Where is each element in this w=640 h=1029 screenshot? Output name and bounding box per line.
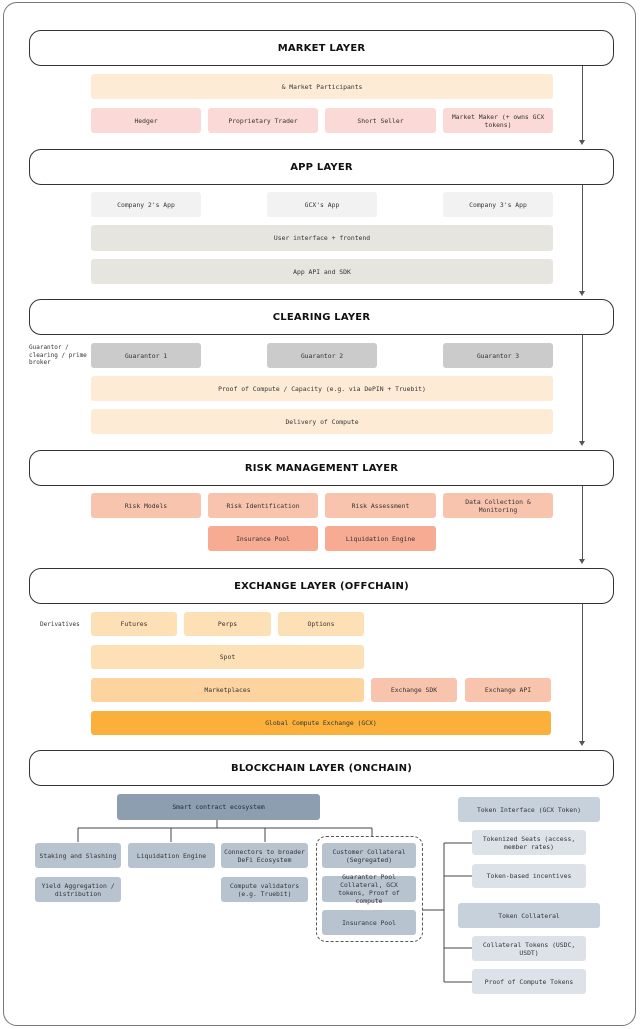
token-interface-box: Token Interface (GCX Token) [458,797,600,822]
company3-app-box: Company 3's App [443,192,553,217]
guarantor3-box: Guarantor 3 [443,343,553,368]
clearing-layer-header: CLEARING LAYER [29,299,614,335]
derivatives-side-label: Derivatives [40,621,80,628]
exchange-sdk-box: Exchange SDK [371,678,457,702]
exchange-to-blockchain-arrow [582,604,583,742]
insurance-pool-box: Insurance Pool [208,526,318,551]
arrowhead-icon [579,291,585,296]
staking-slashing-box: Staking and Slashing [35,843,121,868]
delivery-of-compute-box: Delivery of Compute [91,409,553,434]
guarantor-pool-box: Guarantor Pool Collateral, GCX tokens, P… [322,873,416,905]
app-to-clearing-arrow [582,185,583,292]
yield-aggregation-box: Yield Aggregation / distribution [35,877,121,902]
futures-box: Futures [91,612,177,636]
marketplaces-box: Marketplaces [91,678,364,702]
risk-models-box: Risk Models [91,493,201,518]
gcx-exchange-box: Global Compute Exchange (GCX) [91,711,551,735]
collateral-tokens-box: Collateral Tokens (USDC, USDT) [472,936,586,961]
guarantor1-box: Guarantor 1 [91,343,201,368]
user-interface-box: User interface + frontend [91,225,553,251]
hedger-box: Hedger [91,108,201,133]
proof-of-compute-tokens-box: Proof of Compute Tokens [472,969,586,994]
data-collection-box: Data Collection & Monitoring [443,493,553,518]
arrowhead-icon [579,741,585,746]
diagram-frame [3,2,636,1026]
market-participants-box: & Market Participants [91,74,553,99]
liquidation-engine-box: Liquidation Engine [325,526,436,551]
spot-box: Spot [91,645,364,669]
collateral-group-frame [316,836,423,942]
smart-contract-ecosystem-box: Smart contract ecosystem [117,794,320,820]
defi-connectors-box: Connectors to broader DeFi Ecosystem [221,843,308,868]
token-collateral-box: Token Collateral [458,903,600,928]
app-api-sdk-box: App API and SDK [91,259,553,284]
compute-validators-box: Compute validators (e.g. Truebit) [221,877,308,902]
gcx-app-box: GCX's App [267,192,377,217]
risk-identification-box: Risk Identification [208,493,318,518]
exchange-layer-header: EXCHANGE LAYER (OFFCHAIN) [29,568,614,604]
blockchain-layer-header: BLOCKCHAIN LAYER (ONCHAIN) [29,750,614,786]
exchange-api-box: Exchange API [465,678,551,702]
blockchain-liquidation-engine-box: Liquidation Engine [128,843,215,868]
risk-to-exchange-arrow [582,486,583,560]
arrowhead-icon [579,140,585,145]
perps-box: Perps [184,612,271,636]
short-seller-box: Short Seller [325,108,436,133]
risk-layer-header: RISK MANAGEMENT LAYER [29,450,614,486]
market-maker-box: Market Maker (+ owns GCX tokens) [443,108,553,133]
guarantor2-box: Guarantor 2 [267,343,377,368]
app-layer-header: APP LAYER [29,149,614,185]
guarantor-side-label: Guarantor / clearing / prime broker [29,344,87,366]
risk-assessment-box: Risk Assessment [325,493,436,518]
market-layer-header: MARKET LAYER [29,30,614,66]
market-to-app-arrow [582,66,583,141]
arrowhead-icon [579,559,585,564]
proof-of-compute-box: Proof of Compute / Capacity (e.g. via De… [91,376,553,401]
clearing-to-risk-arrow [582,335,583,442]
token-incentives-box: Token-based incentives [472,864,586,888]
proprietary-trader-box: Proprietary Trader [208,108,318,133]
company2-app-box: Company 2's App [91,192,201,217]
blockchain-insurance-pool-box: Insurance Pool [322,910,416,935]
arrowhead-icon [579,441,585,446]
tokenized-seats-box: Tokenized Seats (access, member rates) [472,830,586,855]
customer-collateral-box: Customer Collateral (Segregated) [322,843,416,868]
options-box: Options [278,612,364,636]
